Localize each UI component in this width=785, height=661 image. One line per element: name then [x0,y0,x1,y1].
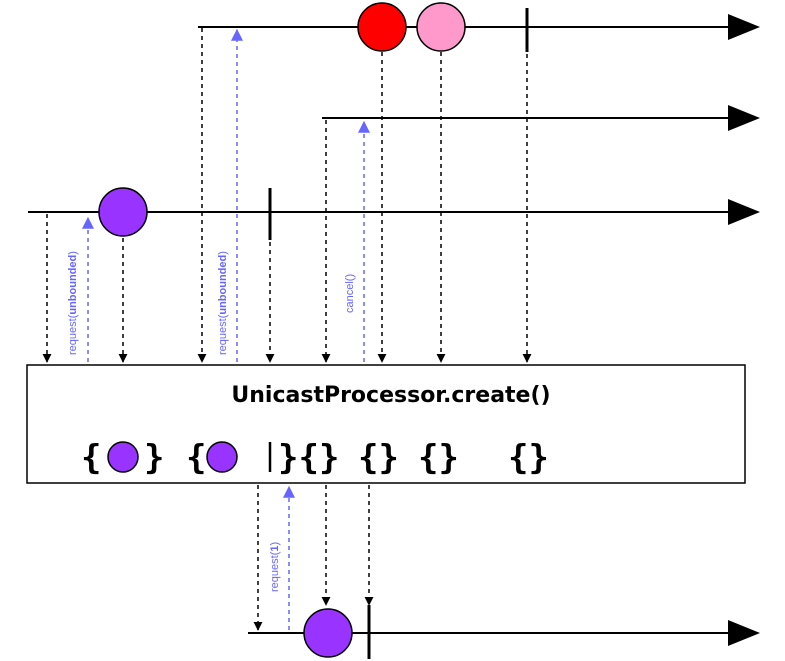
buffer-open-brace: { [186,438,206,478]
source-1-timeline [28,187,760,240]
buffer-empty-braces: {} [358,438,399,478]
processor-rect [26,364,746,484]
buffer-empty-braces: {} [508,438,549,478]
output-timeline [248,605,760,659]
buffer-open-brace: { [81,438,101,478]
buffered-purple-marble [206,441,238,473]
buffer-close-brace: } [144,438,164,478]
source-signals [42,28,532,363]
source-1-arrowhead [728,199,760,225]
output-arrowhead [728,620,760,646]
output-signals [253,485,374,631]
processor-title: UnicastProcessor.create() [231,383,550,408]
request-one-label: request(1) [269,542,281,592]
emission-red-marble [357,2,407,52]
processor-box: UnicastProcessor.create() { } { }{} {} {… [26,364,746,484]
source-2-arrowhead [728,14,760,40]
buffer-empty-braces: }{} [278,438,339,478]
source-3-arrowhead [728,105,760,131]
emission-pink-marble [416,2,466,52]
buffer-empty-braces: {} [418,438,459,478]
buffered-purple-marble [107,441,139,473]
request-unbounded-label: request(unbounded) [67,251,79,355]
emission-purple-marble [98,187,148,237]
cancel-label: cancel() [344,274,356,313]
source-3-timeline [322,105,760,131]
output-purple-marble [303,608,353,658]
source-2-timeline [198,2,760,52]
request-unbounded-label: request(unbounded) [217,251,229,355]
